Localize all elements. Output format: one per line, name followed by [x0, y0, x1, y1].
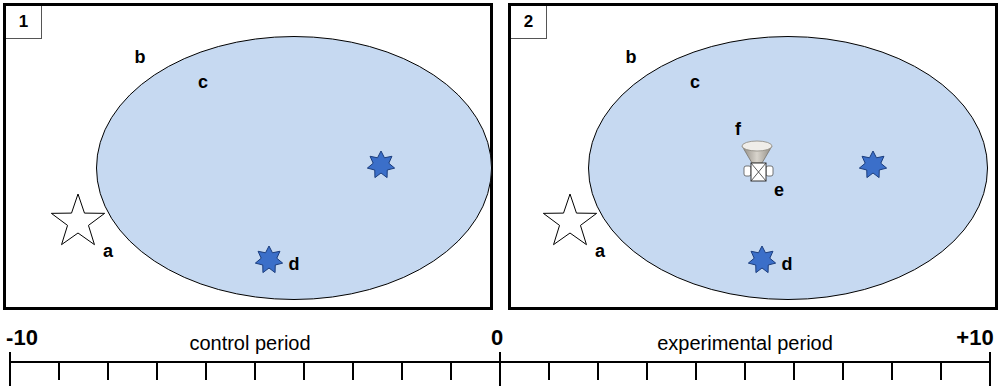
timeline-tick — [107, 362, 109, 380]
timeline-tick — [450, 362, 452, 380]
blue-star — [255, 246, 282, 273]
timeline-tick — [401, 362, 403, 380]
region-letter: c — [690, 73, 700, 93]
timeline-tick — [548, 362, 550, 380]
timeline-tick — [9, 352, 11, 386]
timeline-tick — [597, 362, 599, 380]
device — [744, 163, 773, 181]
panel-number: 1 — [6, 6, 42, 39]
region-letter: b — [626, 48, 637, 68]
device-cross — [751, 163, 766, 181]
axis-number: -10 — [6, 326, 38, 350]
blue-star — [859, 151, 886, 178]
arena-fill — [589, 37, 988, 300]
timeline-tick — [989, 352, 991, 386]
part-letter: a — [103, 242, 113, 262]
blue-star — [367, 151, 394, 178]
axis-number: 0 — [491, 326, 503, 350]
speaker-mouth — [742, 141, 772, 151]
timeline-tick — [254, 362, 256, 380]
part-letter: f — [735, 120, 741, 140]
white-star — [51, 194, 104, 245]
part-letter: d — [782, 255, 793, 275]
timeline-tick — [352, 362, 354, 380]
timeline-tick — [303, 362, 305, 380]
panel-number: 2 — [511, 6, 547, 39]
timeline-tick — [842, 362, 844, 380]
timeline-tick — [940, 362, 942, 380]
device-side — [744, 166, 751, 176]
region-letter: c — [198, 73, 208, 93]
axis-number: +10 — [956, 326, 993, 350]
timeline-tick — [499, 352, 501, 386]
timeline-tick — [793, 362, 795, 380]
panel-frame: c b 1 — [3, 3, 493, 310]
blue-star — [748, 246, 775, 273]
part-letter: a — [595, 242, 605, 262]
timeline-tick — [205, 362, 207, 380]
timeline-tick — [891, 362, 893, 380]
timeline-tick — [646, 362, 648, 380]
timeline-axis — [10, 361, 990, 363]
speaker-horn — [742, 146, 772, 163]
region-letter: b — [135, 48, 146, 68]
device-cross — [751, 163, 766, 181]
device-box — [751, 163, 766, 181]
panel-frame: c b 2 — [508, 3, 998, 310]
loudspeaker — [742, 141, 772, 163]
arena-fill — [97, 37, 492, 300]
part-letter: d — [289, 255, 300, 275]
timeline-tick — [744, 362, 746, 380]
device-side — [766, 166, 773, 176]
period-label: control period — [189, 332, 310, 354]
timeline-tick — [156, 362, 158, 380]
timeline-ticks — [10, 352, 990, 386]
white-star — [543, 194, 596, 245]
period-label: experimental period — [657, 332, 833, 354]
timeline-tick — [695, 362, 697, 380]
timeline-tick — [58, 362, 60, 380]
part-letter: e — [774, 181, 784, 201]
